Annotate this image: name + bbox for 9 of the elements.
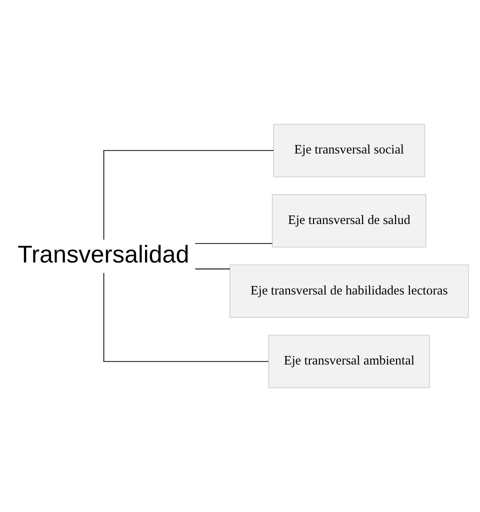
connector: [194, 243, 273, 244]
node-box: Eje transversal ambiental: [268, 334, 430, 388]
node-text: Transversalidad: [18, 241, 190, 268]
node-box: Eje transversal de habilidades lectoras: [230, 264, 469, 318]
node-box: Eje transversal de salud: [272, 194, 426, 248]
connector: [103, 272, 269, 362]
connector: [103, 150, 274, 240]
connector: [194, 268, 230, 270]
node-box: Eje transversal social: [273, 124, 426, 178]
